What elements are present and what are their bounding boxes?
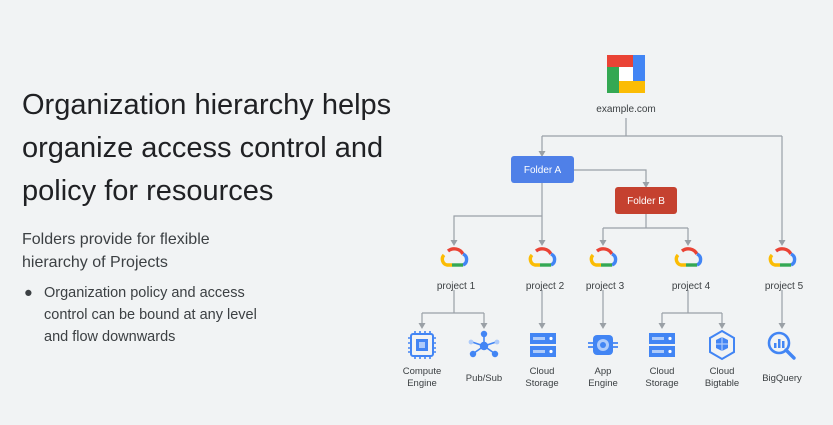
- bullet-line: Organization policy and access: [44, 285, 245, 301]
- project-node: project 3: [586, 246, 625, 292]
- google-cloud-icon: [673, 246, 703, 267]
- pubsub-icon: [468, 330, 500, 358]
- project-label: project 1: [437, 281, 476, 292]
- project-label: project 5: [765, 281, 804, 292]
- resource-pubsub: Pub/Sub: [466, 330, 502, 384]
- title-line: organize access control and: [22, 132, 384, 164]
- folder-b-label: Folder B: [627, 196, 665, 207]
- cloud-storage-icon: [530, 333, 556, 357]
- organization-label: example.com: [596, 104, 655, 115]
- project-node: project 2: [526, 246, 565, 292]
- resource-cloud-bigtable: Cloud Bigtable: [705, 329, 739, 389]
- project-node: project 5: [765, 246, 804, 292]
- subtitle: Folders provide for flexible hierarchy o…: [22, 228, 282, 274]
- bigquery-icon: [767, 331, 796, 360]
- cloud-storage-icon: [649, 333, 675, 357]
- resource-label: Engine: [588, 378, 618, 389]
- resource-label: App: [595, 366, 612, 377]
- resource-label: BigQuery: [762, 373, 802, 384]
- resource-app-engine: App Engine: [588, 335, 618, 389]
- subtitle-line: hierarchy of Projects: [22, 254, 168, 271]
- resource-label: Pub/Sub: [466, 373, 502, 384]
- cloud-bigtable-icon: [709, 329, 735, 361]
- app-engine-icon: [588, 335, 618, 355]
- resource-bigquery: BigQuery: [762, 331, 802, 384]
- organization-node: example.com: [596, 55, 656, 115]
- resource-cloud-storage: Cloud Storage: [525, 333, 559, 389]
- subtitle-line: Folders provide for flexible: [22, 231, 210, 248]
- page-title: Organization hierarchy helps organize ac…: [22, 84, 442, 213]
- resource-label: Engine: [407, 378, 437, 389]
- resource-label: Cloud: [650, 366, 675, 377]
- bullet-line: and flow downwards: [44, 329, 176, 345]
- folder-a-node: Folder A: [511, 156, 574, 183]
- resource-label: Cloud: [710, 366, 735, 377]
- connectors: [418, 118, 786, 329]
- google-cloud-icon: [588, 246, 618, 267]
- project-label: project 4: [672, 281, 711, 292]
- google-cloud-icon: [767, 246, 797, 267]
- project-node: project 4: [672, 246, 711, 292]
- resource-label: Compute: [403, 366, 442, 377]
- resource-cloud-storage: Cloud Storage: [645, 333, 679, 389]
- resource-label: Cloud: [530, 366, 555, 377]
- resource-label: Bigtable: [705, 378, 739, 389]
- folder-a-label: Folder A: [524, 165, 562, 176]
- folder-b-node: Folder B: [615, 187, 677, 214]
- google-cloud-icon: [439, 246, 469, 267]
- bullet-line: control can be bound at any level: [44, 307, 257, 323]
- compute-engine-icon: [408, 331, 436, 359]
- project-label: project 3: [586, 281, 625, 292]
- project-label: project 2: [526, 281, 565, 292]
- project-node: project 1: [437, 246, 476, 292]
- google-cloud-icon: [527, 246, 557, 267]
- resource-label: Storage: [645, 378, 678, 389]
- title-line: policy for resources: [22, 175, 274, 207]
- gcp-organization-icon: [607, 55, 645, 93]
- bullet-marker: ●: [24, 285, 33, 301]
- bullet-text: Organization policy and access control c…: [44, 282, 314, 348]
- resource-compute-engine: Compute Engine: [403, 331, 442, 389]
- resource-label: Storage: [525, 378, 558, 389]
- title-line: Organization hierarchy helps: [22, 89, 392, 121]
